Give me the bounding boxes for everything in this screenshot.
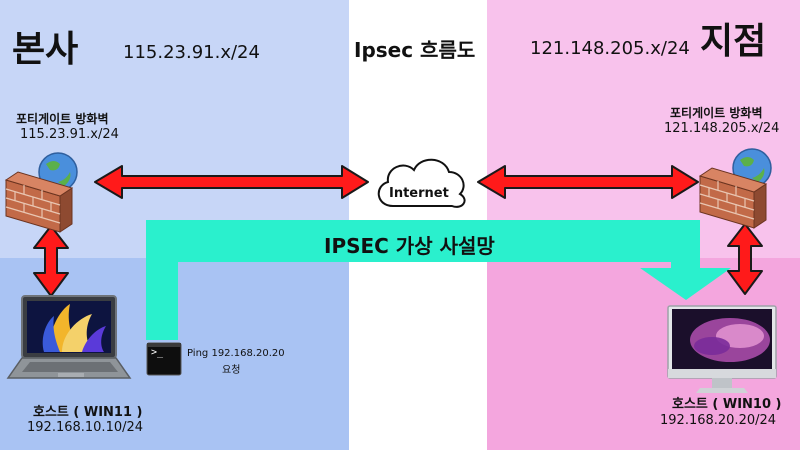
hq-firewall-label: 포티게이트 방화벽 xyxy=(16,112,109,126)
branch-host-ip: 192.168.20.20/24 xyxy=(660,413,777,428)
hq-host-ip: 192.168.10.10/24 xyxy=(27,420,144,435)
branch-firewall-ip: 121.148.205.x/24 xyxy=(664,121,780,136)
internet-label: Internet xyxy=(389,186,449,201)
ipsec-tunnel-arrow xyxy=(146,220,731,340)
branch-host-label: 호스트 ( WIN10 ) xyxy=(672,397,782,412)
terminal-prompt: >_ xyxy=(151,347,164,358)
tunnel-label: IPSEC 가상 사설망 xyxy=(324,234,495,258)
hq-firewall-ip: 115.23.91.x/24 xyxy=(20,127,119,142)
branch-firewall-label: 포티게이트 방화벽 xyxy=(670,106,763,120)
hq-host-label: 호스트 ( WIN11 ) xyxy=(33,405,143,420)
hq-firewall-icon xyxy=(4,152,78,233)
center-title: Ipsec 흐름도 xyxy=(354,38,476,62)
hq-title: 본사 xyxy=(12,29,79,70)
hq-internet-arrow xyxy=(94,165,369,199)
hq-host-arrow xyxy=(33,225,69,297)
hq-laptop-icon xyxy=(6,295,132,379)
branch-network: 121.148.205.x/24 xyxy=(530,38,690,59)
branch-title: 지점 xyxy=(700,21,767,62)
internet-cloud-icon xyxy=(377,158,466,208)
terminal-icon xyxy=(146,342,182,376)
branch-firewall-icon xyxy=(698,148,772,229)
hq-network: 115.23.91.x/24 xyxy=(123,42,260,63)
ping-line1: Ping 192.168.20.20 xyxy=(187,348,285,359)
branch-internet-arrow xyxy=(477,165,699,199)
branch-monitor-icon xyxy=(667,305,777,393)
branch-host-arrow xyxy=(727,223,763,295)
ping-line2: 요청 xyxy=(222,365,241,376)
